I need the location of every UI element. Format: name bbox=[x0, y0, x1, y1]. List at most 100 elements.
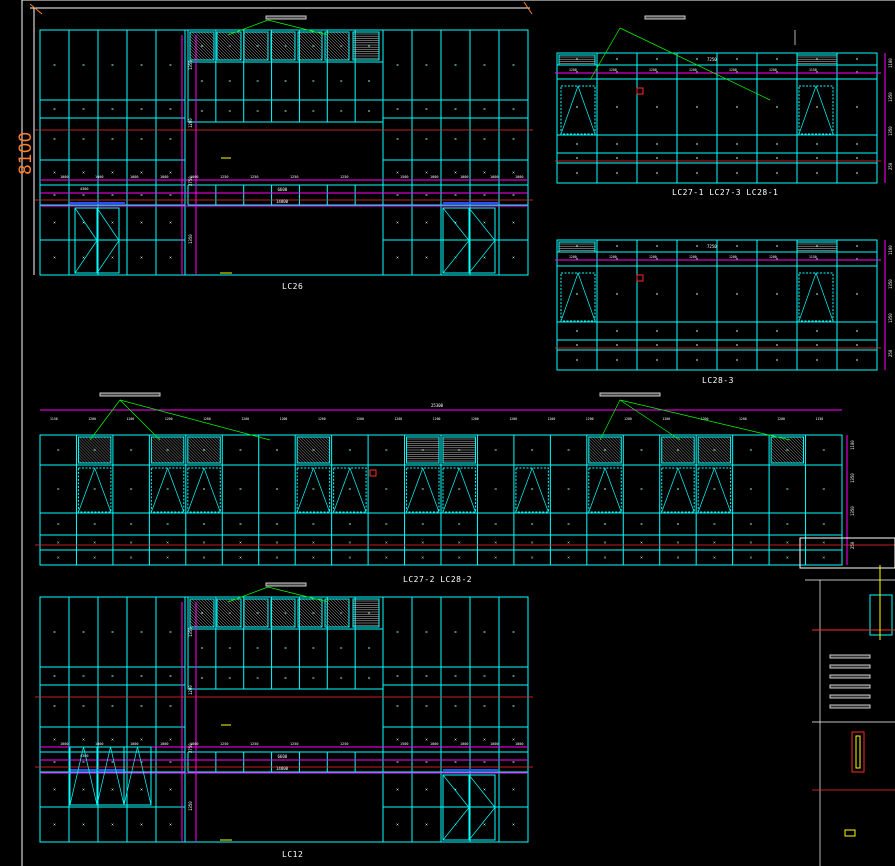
hatch-line bbox=[313, 436, 330, 454]
hatch-line bbox=[197, 436, 221, 460]
mullion-grid bbox=[39, 596, 186, 843]
height-dim-text: 1350 bbox=[888, 279, 893, 289]
door-swing-line bbox=[442, 240, 470, 274]
glass-mark bbox=[786, 556, 789, 559]
hatch-line bbox=[216, 50, 227, 61]
hatch-line bbox=[248, 598, 269, 619]
hatch-line bbox=[297, 444, 316, 464]
glass-mark bbox=[640, 448, 643, 452]
open-sash bbox=[96, 746, 125, 806]
hatch-line bbox=[328, 436, 330, 439]
glass-mark bbox=[396, 137, 399, 141]
door-swing-line bbox=[74, 207, 98, 241]
hatch-line bbox=[233, 598, 242, 607]
glass-mark bbox=[655, 358, 659, 362]
hatch-line bbox=[189, 44, 206, 61]
col-dim-text: 1200 bbox=[624, 417, 632, 421]
hatch-line bbox=[324, 47, 338, 61]
glass-mark bbox=[396, 788, 399, 791]
hatch-line bbox=[151, 438, 176, 464]
hatch-line bbox=[297, 614, 311, 628]
glass-mark bbox=[676, 487, 680, 491]
glass-mark bbox=[530, 448, 534, 452]
hatch-line bbox=[607, 436, 622, 451]
glass-mark bbox=[425, 674, 428, 678]
width-dim-text: 1000 bbox=[490, 742, 498, 746]
hatch-line bbox=[699, 436, 726, 464]
glass-mark bbox=[275, 448, 279, 452]
glass-mark bbox=[815, 358, 819, 362]
hatch-line bbox=[216, 38, 239, 61]
door-swing-line bbox=[468, 207, 496, 241]
glass-mark bbox=[82, 674, 85, 678]
hatch-line bbox=[308, 31, 323, 46]
hatch-line bbox=[770, 438, 796, 464]
glass-mark bbox=[53, 674, 56, 678]
sash-hinge-line bbox=[577, 272, 596, 322]
glass-mark bbox=[483, 738, 486, 741]
glass-mark bbox=[367, 676, 371, 680]
glass-mark bbox=[567, 522, 570, 526]
glass-mark bbox=[140, 788, 143, 791]
hatch-line bbox=[243, 611, 260, 628]
note-text-block bbox=[829, 704, 871, 709]
profile-detail bbox=[851, 731, 865, 773]
glass-mark bbox=[575, 156, 579, 160]
hatch-line bbox=[270, 608, 290, 628]
hatch-line bbox=[661, 447, 677, 464]
hatch-line bbox=[324, 599, 350, 625]
hatch-line bbox=[326, 31, 350, 55]
glass-mark bbox=[166, 487, 169, 491]
lc27-2-title: LC27-2 LC28-2 bbox=[403, 575, 473, 584]
hatch-line bbox=[297, 620, 305, 628]
glass-mark bbox=[749, 448, 753, 452]
hatch-line bbox=[216, 611, 233, 628]
hatch-line bbox=[212, 436, 221, 445]
height-dim-text: 2750 bbox=[188, 743, 193, 753]
door-dim-text: 4300 bbox=[80, 187, 88, 191]
col-dim-text: 1200 bbox=[280, 417, 288, 421]
glass-mark bbox=[129, 541, 133, 544]
glass-mark bbox=[312, 556, 315, 559]
glass-mark bbox=[713, 448, 716, 452]
hatch-line bbox=[293, 31, 296, 34]
height-dim-text: 1350 bbox=[188, 801, 193, 811]
glass-mark bbox=[695, 343, 699, 347]
hatch-line bbox=[297, 617, 308, 628]
hatch-line bbox=[151, 450, 164, 464]
hatch-line bbox=[106, 436, 112, 442]
sash-hinge-line bbox=[69, 746, 84, 806]
leader-line bbox=[89, 399, 121, 441]
hatch-line bbox=[206, 436, 221, 451]
hatch-transom-panel bbox=[297, 598, 323, 628]
glass-mark bbox=[815, 105, 819, 109]
height-dim-text: 1350 bbox=[888, 92, 893, 102]
sash-hinge-line bbox=[560, 272, 579, 322]
glass-mark bbox=[822, 541, 825, 544]
glass-mark bbox=[169, 823, 172, 826]
glass-mark bbox=[140, 630, 143, 634]
hatch-line bbox=[293, 598, 296, 601]
glass-mark bbox=[615, 57, 619, 61]
sash-hinge-line bbox=[296, 467, 314, 513]
col-dim-text: 1200 bbox=[569, 68, 577, 72]
hatch-line bbox=[297, 623, 302, 628]
glass-mark bbox=[713, 556, 716, 559]
hatch-line bbox=[243, 44, 260, 61]
door-swing-line bbox=[442, 207, 470, 241]
glass-mark bbox=[169, 760, 172, 764]
glass-mark bbox=[169, 171, 172, 174]
col-dim-text: 1200 bbox=[394, 417, 402, 421]
glass-mark bbox=[615, 142, 619, 146]
hatch-line bbox=[281, 598, 296, 613]
col-dim-text: 1200 bbox=[165, 417, 173, 421]
glass-mark bbox=[454, 171, 457, 174]
hatch-line bbox=[332, 598, 350, 616]
hatch-line bbox=[243, 620, 251, 628]
hatch-line bbox=[297, 605, 320, 628]
glass-mark bbox=[603, 556, 607, 559]
glass-mark bbox=[615, 343, 619, 347]
glass-mark bbox=[396, 674, 399, 678]
overall-dimension-right-tick bbox=[523, 1, 533, 15]
note-text-block bbox=[599, 392, 661, 397]
